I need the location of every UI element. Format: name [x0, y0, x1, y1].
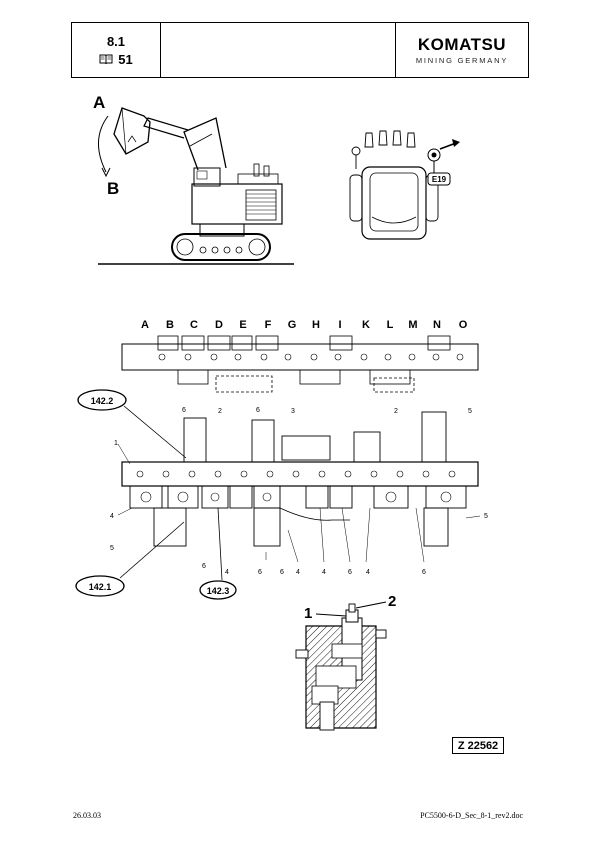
joystick-label: E19	[432, 175, 447, 184]
callout-3: 3	[291, 408, 295, 415]
valve-letter-n: N	[433, 319, 441, 331]
brand-logo: KOMATSU	[417, 34, 507, 54]
callout-6e: 6	[280, 569, 284, 576]
callout-6c: 6	[202, 563, 206, 570]
detail-label-2: 2	[388, 593, 396, 610]
valve-letter-g: G	[288, 319, 297, 331]
callout-6a: 6	[182, 407, 186, 414]
label-a: A	[93, 93, 105, 112]
valve-letter-k: K	[362, 319, 370, 331]
footer-document-name: PC5500-6-D_Sec_8-1_rev2.doc	[420, 811, 523, 820]
brand-subtitle: MINING GERMANY	[415, 55, 509, 65]
ref-142-3: 142.3	[207, 586, 230, 596]
valve-letter-o: O	[459, 319, 468, 331]
valve-letter-c: C	[190, 319, 198, 331]
drawing-reference: Z 22562	[452, 737, 504, 754]
valve-section-detail: 1 2	[295, 593, 396, 731]
header-blank-cell	[161, 23, 396, 77]
book-icon	[99, 54, 113, 64]
callout-6b: 6	[256, 407, 260, 414]
section-cell: 8.1 51	[72, 23, 161, 77]
valve-letter-a: A	[141, 319, 149, 331]
valve-letter-h: H	[312, 319, 320, 331]
callout-4b: 4	[225, 569, 229, 576]
callout-4a: 4	[110, 513, 114, 520]
brand-cell: KOMATSU MINING GERMANY	[396, 23, 528, 77]
callout-2a: 2	[218, 408, 222, 415]
valve-letter-m: M	[408, 319, 417, 331]
callout-4c: 4	[296, 569, 300, 576]
page-number: 51	[118, 51, 133, 67]
footer-date: 26.03.03	[73, 811, 101, 820]
valve-letter-i: I	[338, 319, 341, 331]
valve-letter-f: F	[265, 319, 272, 331]
callout-5a: 5	[468, 408, 472, 415]
excavator-illustration: A B	[93, 93, 294, 265]
valve-block-diagram: A B C D E F G H I K L M N O 2 2	[75, 319, 488, 600]
page-header: 8.1 51 KOMATSU MINING GERMANY	[71, 22, 529, 78]
section-number: 8.1	[106, 33, 126, 49]
callout-2b: 2	[394, 408, 398, 415]
callout-5b: 5	[110, 545, 114, 552]
detail-label-1: 1	[304, 605, 312, 622]
callout-5c: 5	[484, 513, 488, 520]
callout-6g: 6	[422, 569, 426, 576]
valve-letter-l: L	[387, 319, 394, 331]
callout-4e: 4	[366, 569, 370, 576]
valve-letter-d: D	[215, 319, 223, 331]
ref-142-1: 142.1	[89, 582, 112, 592]
callout-6d: 6	[258, 569, 262, 576]
ref-142-2: 142.2	[91, 396, 114, 406]
operator-seat-illustration: E19	[349, 130, 460, 240]
callout-4d: 4	[322, 569, 326, 576]
label-b: B	[107, 179, 119, 198]
callout-6f: 6	[348, 569, 352, 576]
valve-letter-e: E	[239, 319, 246, 331]
page-ref: 51	[99, 51, 133, 67]
callout-1: 1	[114, 440, 118, 447]
valve-letter-b: B	[166, 319, 174, 331]
